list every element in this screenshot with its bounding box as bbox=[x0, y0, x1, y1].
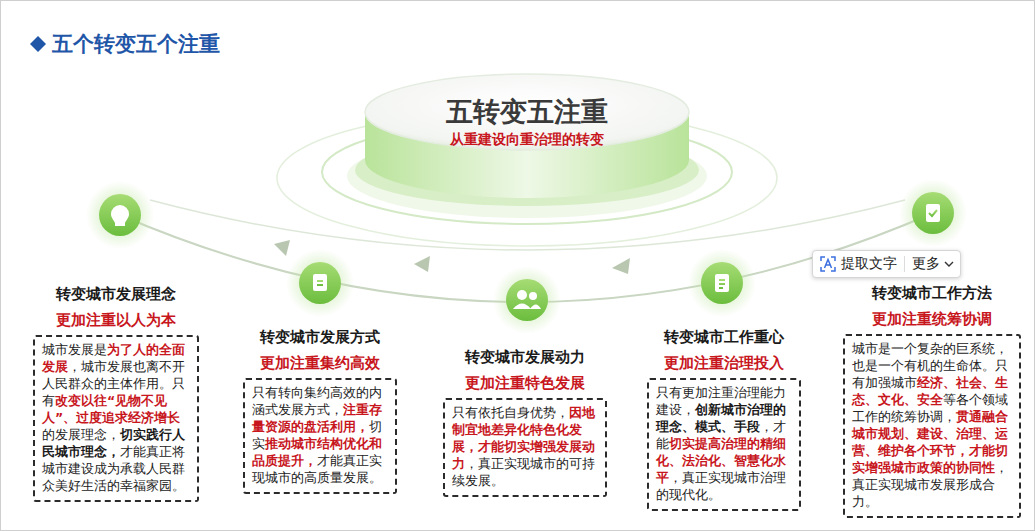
center-subtitle: 从重建设向重治理的转变 bbox=[377, 130, 677, 148]
dashed-box: 只有更加注重治理能力建设，创新城市治理的理念、模式、手段，才能切实提高治理的精细… bbox=[647, 378, 801, 511]
step-icons bbox=[86, 179, 967, 334]
column-subheading: 更加注重统筹协调 bbox=[843, 309, 1021, 329]
transformation-column: 转变城市发展方式更加注重集约高效只有转向集约高效的内涵式发展方式，注重存量资源的… bbox=[243, 327, 397, 494]
center-platform: 五转变五注重从重建设向重治理的转变 bbox=[377, 96, 677, 148]
column-heading: 转变城市发展理念 bbox=[33, 284, 199, 304]
toolbar-label: 更多 bbox=[912, 255, 940, 273]
dashed-box: 城市发展是为了人的全面发展，城市发展也离不开人民群众的主体作用。只有改变以往“见… bbox=[33, 335, 199, 502]
transformation-column: 转变城市工作重心更加注重治理投入只有更加注重治理能力建设，创新城市治理的理念、模… bbox=[647, 327, 801, 511]
column-body: 只有转向集约高效的内涵式发展方式，注重存量资源的盘活利用，切实推动城市结构优化和… bbox=[252, 384, 389, 486]
column-heading: 转变城市工作重心 bbox=[647, 327, 801, 347]
column-heading: 转变城市工作方法 bbox=[843, 283, 1021, 303]
column-body: 城市是一个复杂的巨系统，也是一个有机的生命体。只有加强城市经济、社会、生态、文化… bbox=[852, 340, 1013, 510]
column-body: 只有更加注重治理能力建设，创新城市治理的理念、模式、手段，才能切实提高治理的精细… bbox=[656, 384, 793, 503]
toolbar-separator bbox=[904, 256, 905, 272]
transformation-column: 转变城市发展动力更加注重特色发展只有依托自身优势，因地制宜地差异化特色化发展，才… bbox=[443, 347, 607, 497]
transformation-column: 转变城市工作方法更加注重统筹协调城市是一个复杂的巨系统，也是一个有机的生命体。只… bbox=[843, 283, 1021, 518]
floating-toolbar: 提取文字更多 bbox=[812, 250, 961, 278]
dashed-box: 只有转向集约高效的内涵式发展方式，注重存量资源的盘活利用，切实推动城市结构优化和… bbox=[243, 378, 397, 494]
center-cylinder bbox=[355, 74, 699, 206]
dashed-box: 只有依托自身优势，因地制宜地差异化特色化发展，才能切实增强发展动力，真正实现城市… bbox=[443, 398, 607, 497]
column-heading: 转变城市发展方式 bbox=[243, 327, 397, 347]
ocr-icon bbox=[819, 255, 837, 273]
dropdown-chevron bbox=[944, 259, 954, 269]
column-heading: 转变城市发展动力 bbox=[443, 347, 607, 367]
page-title: 五个转变五个注重 bbox=[52, 30, 220, 58]
transformation-column: 转变城市发展理念更加注重以人为本城市发展是为了人的全面发展，城市发展也离不开人民… bbox=[33, 284, 199, 502]
title-bullet bbox=[30, 36, 46, 52]
center-title: 五转变五注重 bbox=[377, 96, 677, 128]
column-body: 城市发展是为了人的全面发展，城市发展也离不开人民群众的主体作用。只有改变以往“见… bbox=[42, 341, 191, 494]
toolbar-label: 提取文字 bbox=[841, 255, 897, 273]
column-subheading: 更加注重治理投入 bbox=[647, 353, 801, 373]
column-subheading: 更加注重以人为本 bbox=[33, 310, 199, 330]
column-subheading: 更加注重特色发展 bbox=[443, 373, 607, 393]
dashed-box: 城市是一个复杂的巨系统，也是一个有机的生命体。只有加强城市经济、社会、生态、文化… bbox=[843, 334, 1021, 518]
column-subheading: 更加注重集约高效 bbox=[243, 353, 397, 373]
column-body: 只有依托自身优势，因地制宜地差异化特色化发展，才能切实增强发展动力，真正实现城市… bbox=[452, 404, 599, 489]
